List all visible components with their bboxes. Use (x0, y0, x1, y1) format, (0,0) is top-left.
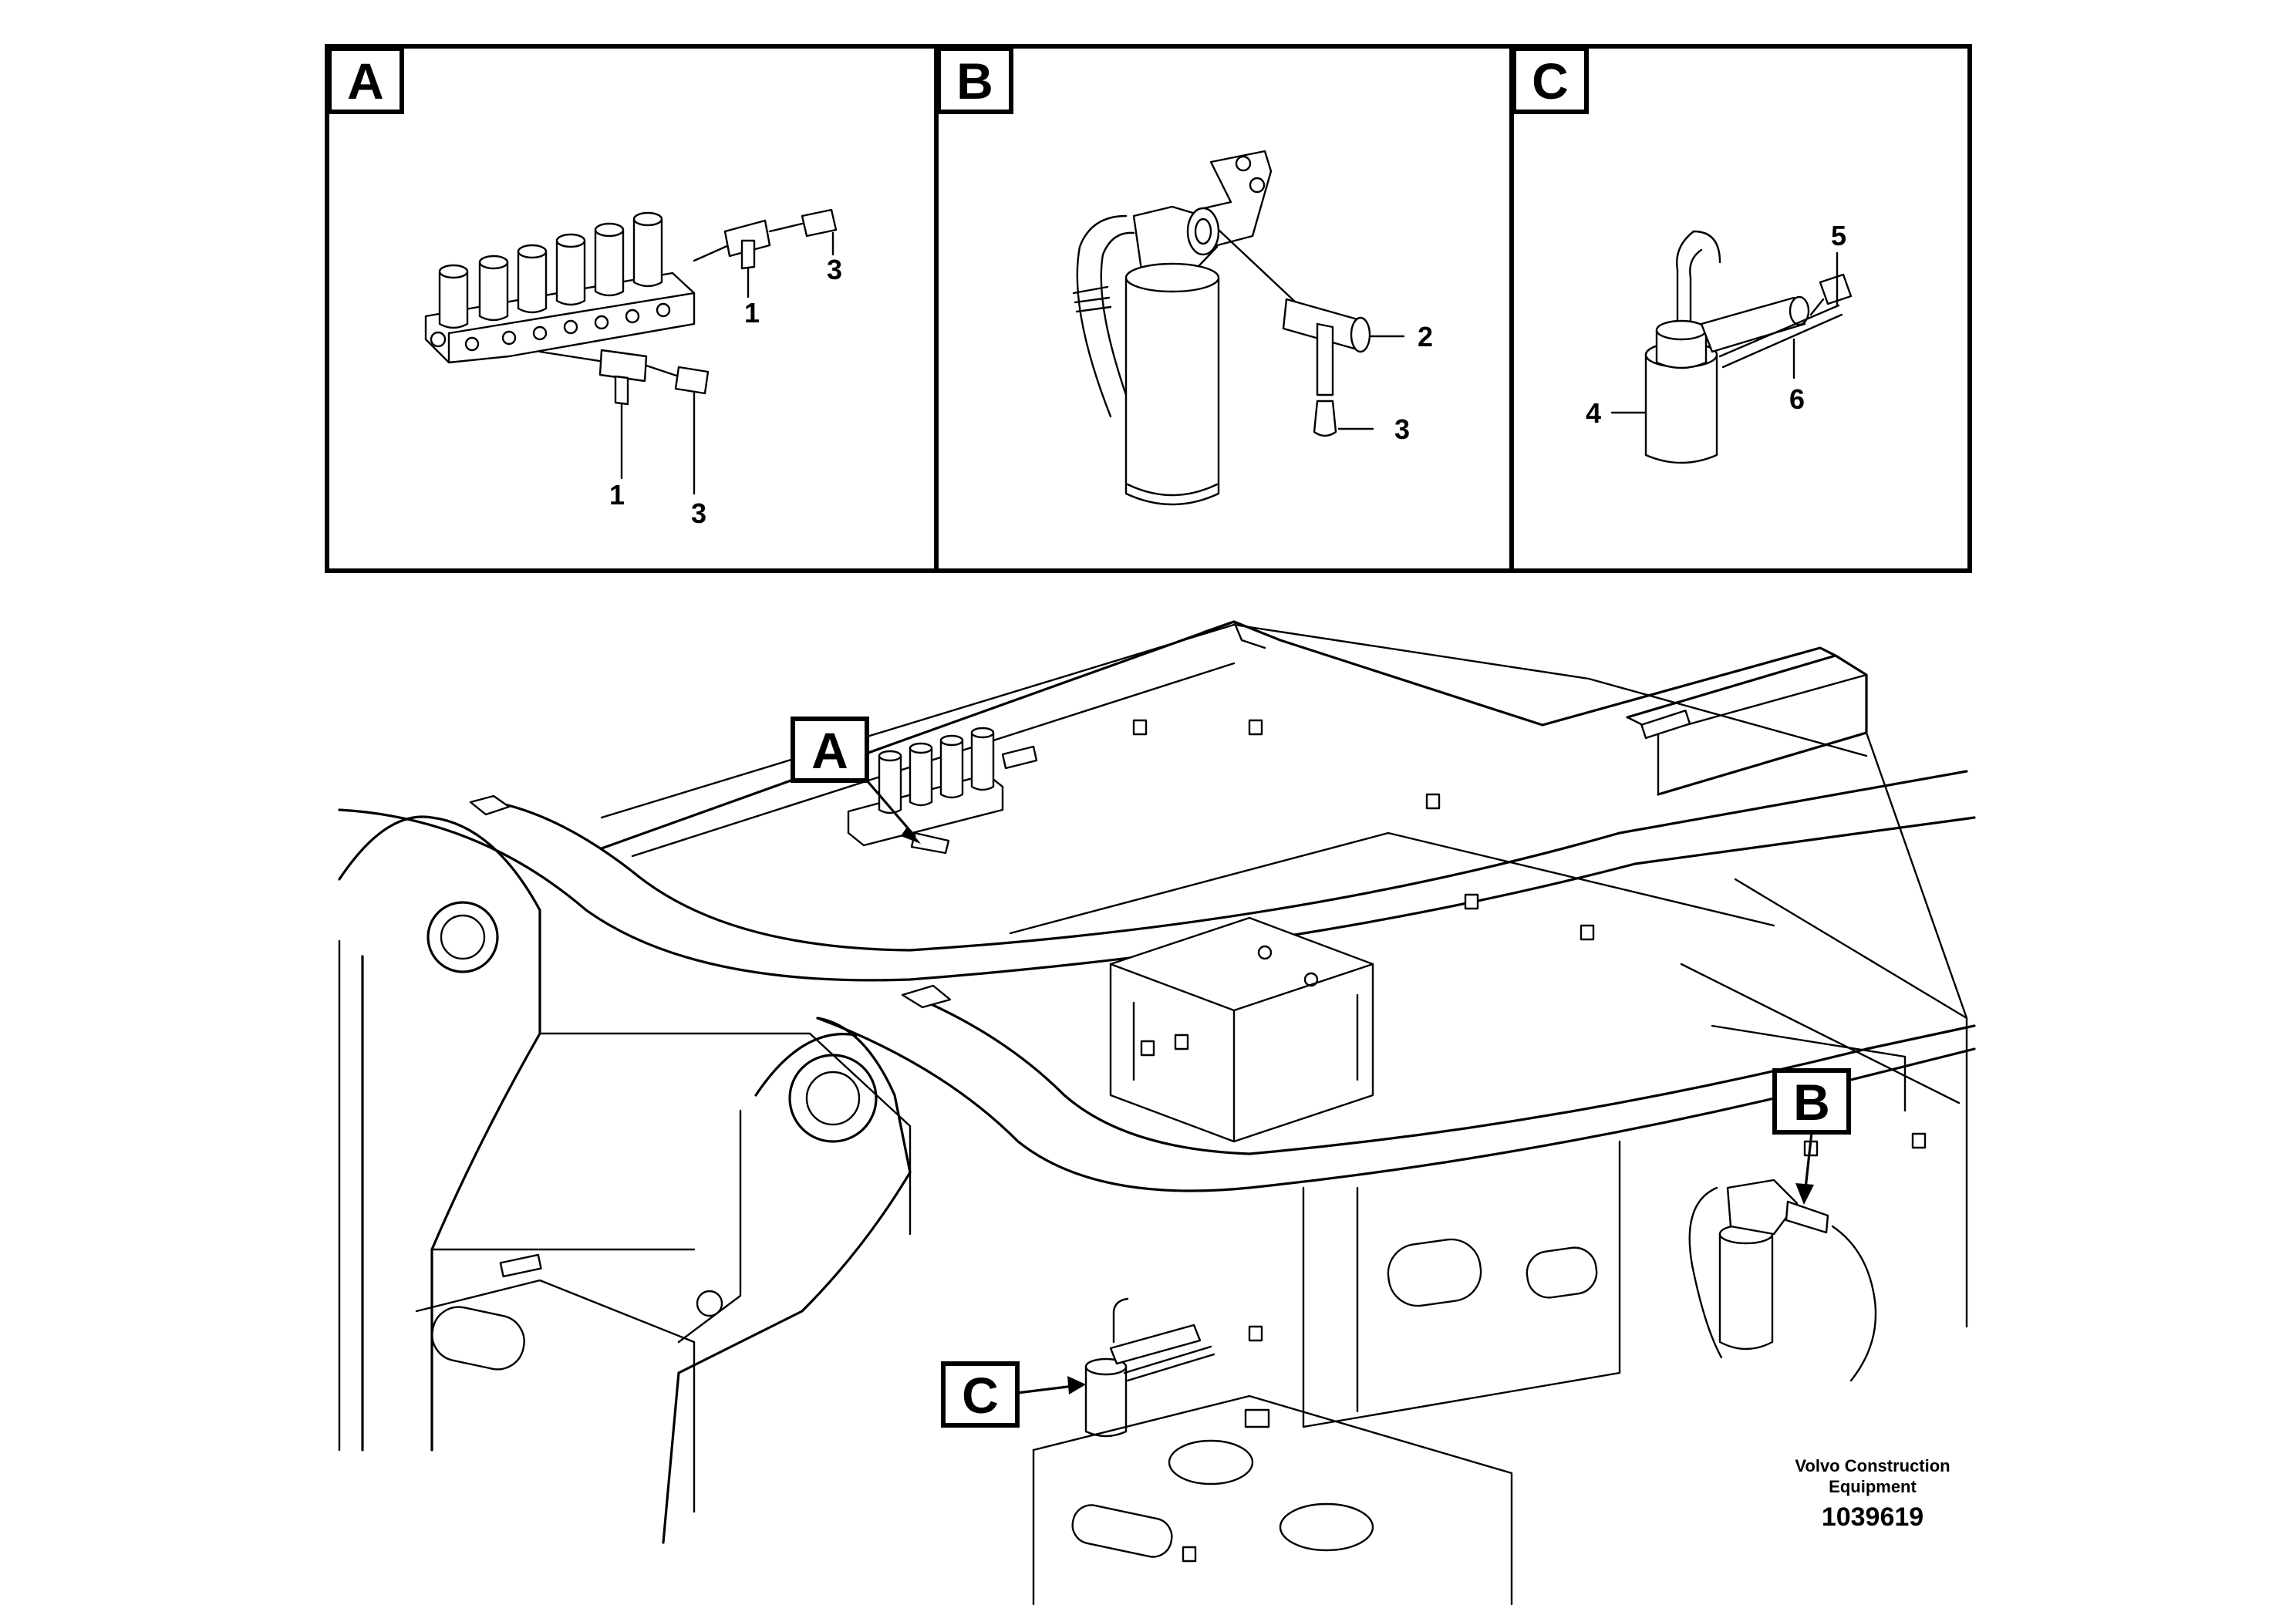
valve-block-illustration (424, 208, 838, 406)
main-tag-a: A (811, 722, 848, 779)
panel-a-tag-box (327, 46, 404, 114)
callout-c-5: 5 (1831, 220, 1846, 251)
callout-b-2: 2 (1418, 321, 1433, 352)
brand-line-2: Equipment (1829, 1477, 1917, 1496)
main-tag-a-leader (865, 779, 916, 838)
callout-a-3-lower: 3 (691, 497, 706, 529)
footer: Volvo Construction Equipment 1039619 (1795, 1456, 1950, 1532)
panel-b-tag-box (936, 46, 1013, 114)
panel-a-tag: A (347, 52, 384, 110)
callout-c-6: 6 (1789, 383, 1805, 415)
panel-c: C 5 4 6 (1512, 46, 1853, 464)
callout-a-3-upper: 3 (827, 254, 842, 285)
main-tag-c-box (941, 1361, 1020, 1428)
main-tag-a-group: A (791, 717, 921, 844)
main-tag-b: B (1793, 1074, 1830, 1131)
detail-panels (325, 44, 1972, 573)
panel-b: B 2 3 (936, 46, 1433, 506)
main-tag-c-group: C (941, 1361, 1086, 1428)
sensor-illustration (1644, 230, 1853, 464)
callout-c-4: 4 (1586, 397, 1601, 429)
callout-b-3: 3 (1394, 413, 1410, 445)
main-tag-c: C (962, 1367, 999, 1424)
filter-illustration (1072, 150, 1371, 506)
detail-panels-frame (325, 44, 1972, 573)
chassis-illustration (338, 620, 1976, 1606)
panel-a: A (327, 46, 842, 529)
brand-line-1: Volvo Construction (1795, 1456, 1950, 1475)
document-number: 1039619 (1822, 1502, 1923, 1532)
main-tag-b-arrowhead (1795, 1183, 1814, 1205)
solenoid-cylinders (438, 211, 663, 329)
panel-c-tag-box (1512, 46, 1589, 114)
main-tag-b-box (1772, 1068, 1851, 1135)
main-tag-b-group: B (1772, 1068, 1851, 1205)
panel-c-tag: C (1532, 52, 1569, 110)
panel-b-tag: B (956, 52, 993, 110)
main-tag-a-arrowhead (901, 827, 921, 844)
callout-a-1-upper: 1 (744, 297, 760, 329)
main-tag-c-arrowhead (1067, 1376, 1086, 1394)
callout-a-1-lower: 1 (609, 479, 625, 511)
main-tag-a-box (791, 717, 869, 783)
